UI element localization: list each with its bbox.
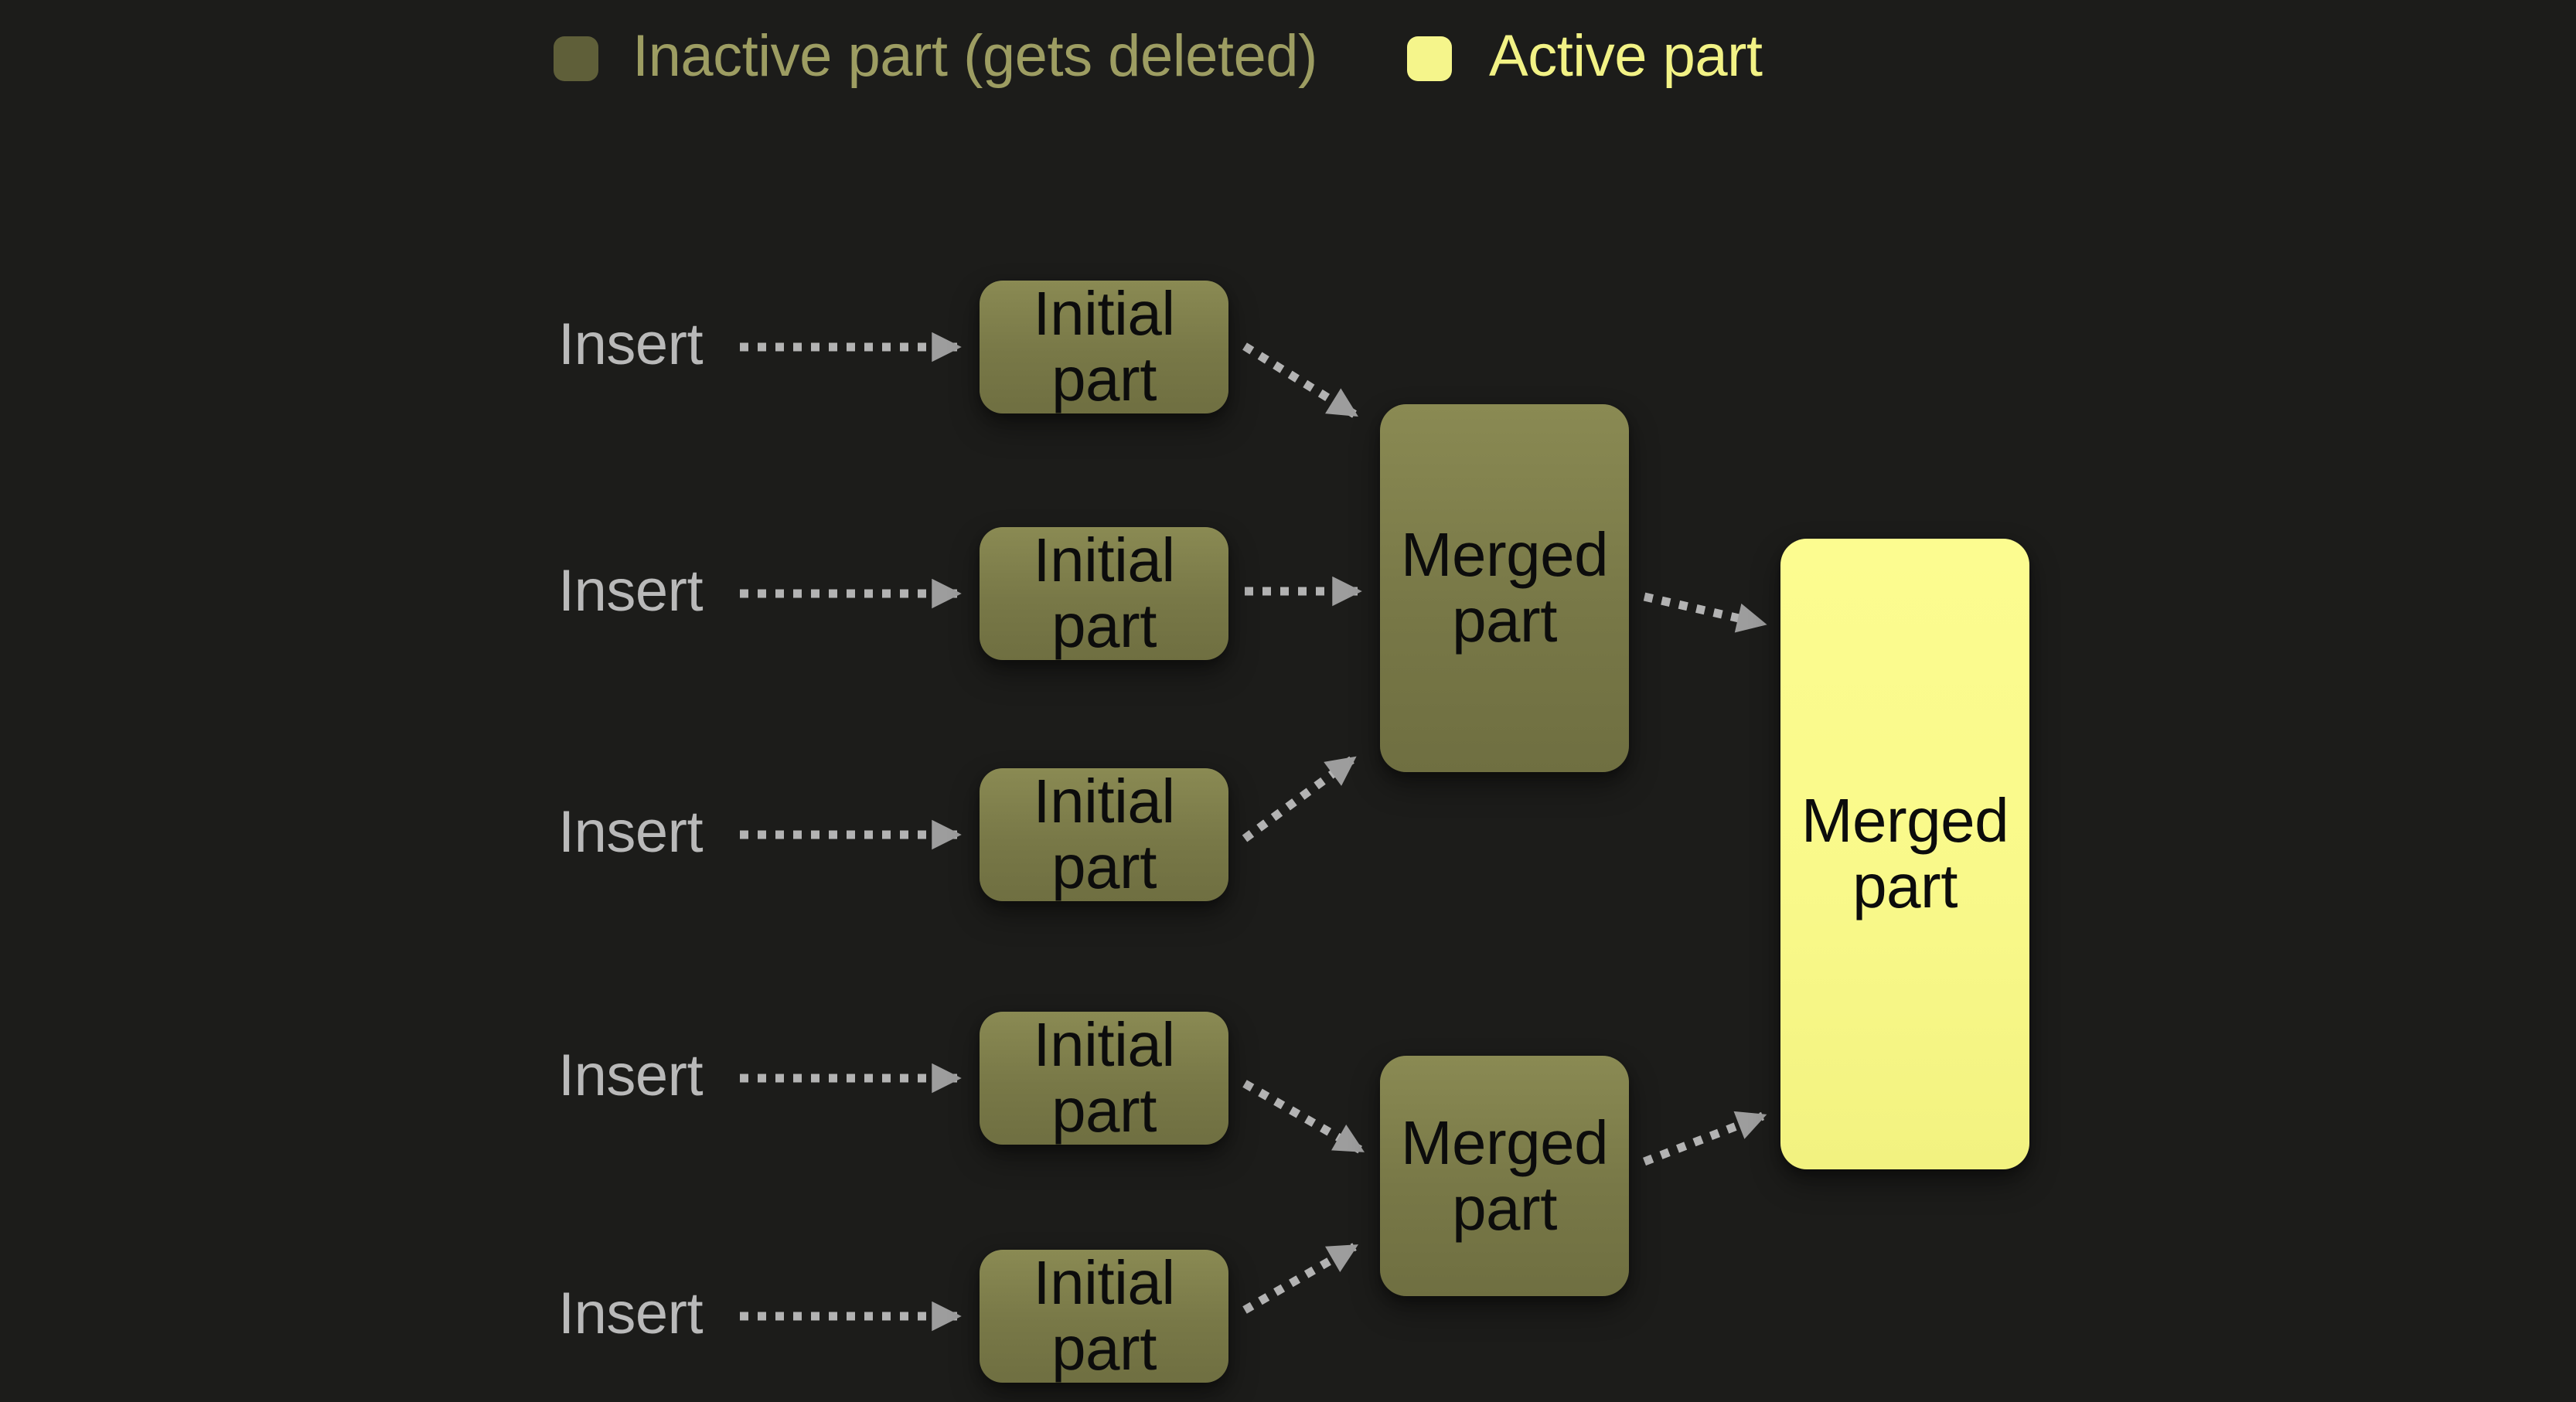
node-merged-part-bottom: Merged part: [1380, 1056, 1629, 1296]
arrow-merged-bottom-final: [1643, 1111, 1767, 1166]
insert-label-2: Insert: [558, 558, 704, 624]
node-initial-part-4: Initial part: [980, 1012, 1228, 1145]
node-label: Initial part: [1033, 526, 1175, 660]
insert-label-4: Insert: [558, 1043, 704, 1109]
legend: Inactive part (gets deleted) Active part: [0, 0, 2576, 124]
node-initial-part-2: Initial part: [980, 527, 1228, 660]
node-label: Initial part: [1033, 767, 1175, 901]
node-initial-part-5: Initial part: [980, 1250, 1228, 1383]
insert-label-5: Insert: [558, 1281, 704, 1347]
node-label: Initial part: [1033, 279, 1175, 413]
arrow-merged-top-final: [1643, 592, 1767, 633]
insert-label-1: Insert: [558, 311, 704, 378]
node-merged-part-final-active: Merged part: [1780, 539, 2029, 1169]
arrow-initial3-merged-top: [1242, 755, 1357, 842]
arrow-initial1-merged-top: [1242, 342, 1358, 418]
node-label: Merged part: [1801, 786, 2009, 920]
node-merged-part-top: Merged part: [1380, 404, 1629, 772]
legend-swatch-inactive: [554, 36, 598, 81]
arrow-initial4-merged-bottom: [1242, 1080, 1365, 1154]
node-label: Merged part: [1400, 520, 1609, 655]
node-label: Initial part: [1033, 1010, 1175, 1145]
node-initial-part-3: Initial part: [980, 768, 1228, 901]
legend-label-inactive: Inactive part (gets deleted): [632, 23, 1317, 90]
node-label: Merged part: [1400, 1108, 1609, 1243]
legend-swatch-active: [1407, 36, 1452, 81]
insert-label-3: Insert: [558, 799, 704, 866]
legend-label-active: Active part: [1489, 23, 1763, 90]
node-label: Initial part: [1033, 1248, 1175, 1383]
node-initial-part-1: Initial part: [980, 281, 1228, 413]
arrow-initial5-merged-bottom: [1242, 1243, 1359, 1314]
